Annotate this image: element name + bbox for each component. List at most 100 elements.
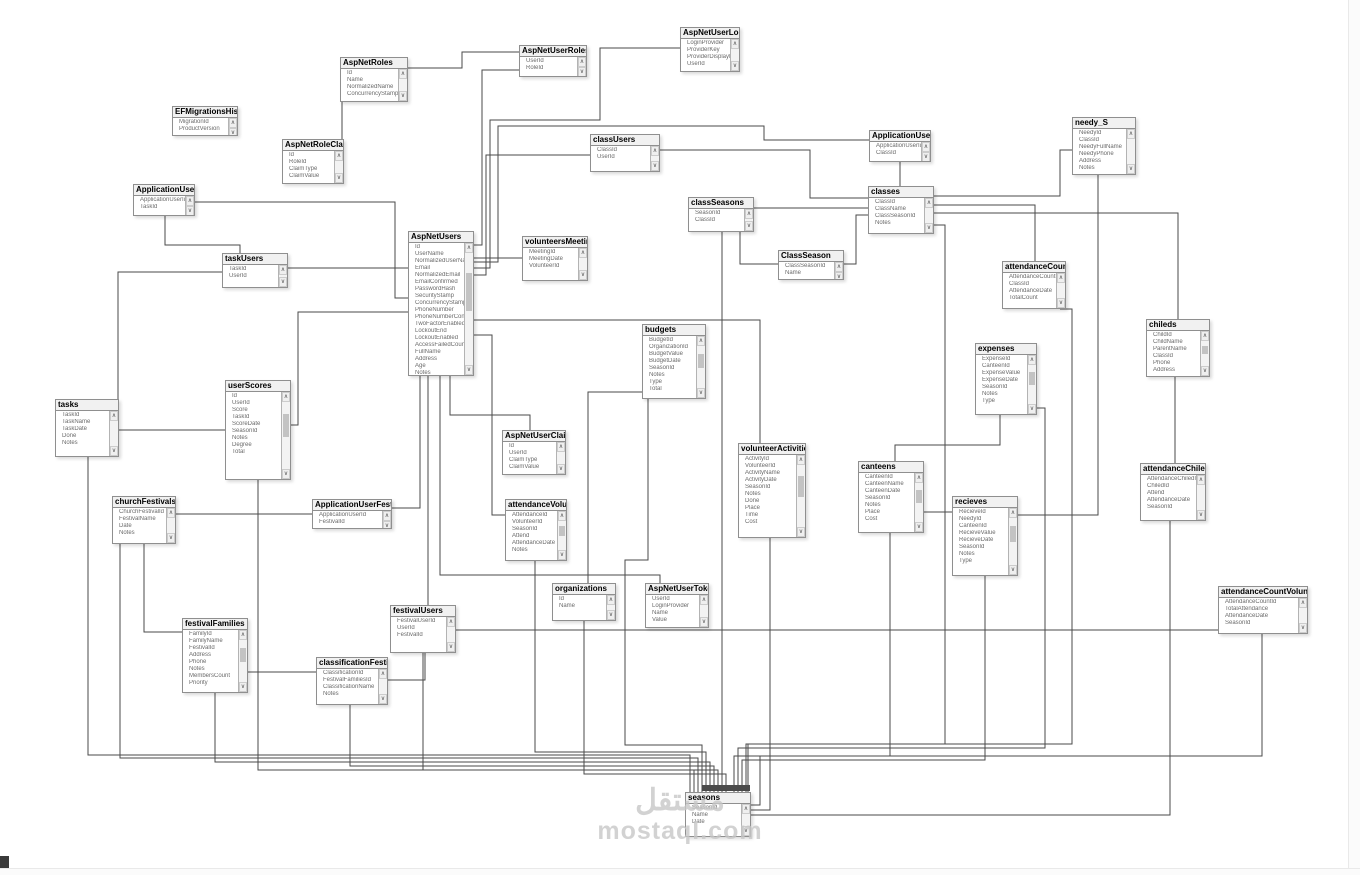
scroll-down-icon[interactable]: ∨ <box>167 533 175 543</box>
field-row[interactable]: UserId <box>687 61 705 67</box>
table-title-ClassSeason[interactable]: ClassSeason <box>779 251 843 262</box>
relationship-churchFestivals-seasons[interactable] <box>119 544 699 792</box>
scroll-up-icon[interactable]: ∧ <box>229 118 237 128</box>
field-row[interactable]: FestivalId <box>189 645 215 651</box>
field-row[interactable]: SeasonId <box>745 484 771 490</box>
table-attendanceCountVolunteers[interactable]: attendanceCountVolunteersAttendanceCount… <box>1218 586 1308 634</box>
field-row[interactable]: ApplicationUserId <box>876 143 921 149</box>
scroll-track[interactable] <box>399 79 407 91</box>
scroll-up-icon[interactable]: ∧ <box>1127 129 1135 139</box>
field-row[interactable]: Address <box>415 356 438 362</box>
scroll-down-icon[interactable]: ∨ <box>383 521 391 528</box>
relationship-attendanceCount-seasons[interactable] <box>745 308 1073 792</box>
scroll-up-icon[interactable]: ∧ <box>379 669 387 679</box>
table-scrollbar[interactable]: ∧∨ <box>378 669 387 704</box>
scroll-up-icon[interactable]: ∧ <box>557 442 565 452</box>
relationship-AspNetUsers-attendanceVolunteers[interactable] <box>474 334 505 516</box>
scroll-track[interactable] <box>1197 485 1205 510</box>
scroll-track[interactable] <box>915 483 923 522</box>
scroll-down-icon[interactable]: ∨ <box>239 682 247 692</box>
scroll-up-icon[interactable]: ∧ <box>925 198 933 208</box>
relationship-taskUsers-tasks[interactable] <box>117 271 222 399</box>
field-row[interactable]: Address <box>1079 158 1102 164</box>
scroll-down-icon[interactable]: ∨ <box>697 388 705 398</box>
field-row[interactable]: NeedyFullName <box>1079 144 1123 150</box>
field-row[interactable]: Attend <box>512 533 530 539</box>
table-scrollbar[interactable]: ∧∨ <box>1008 508 1017 575</box>
field-row[interactable]: Notes <box>875 220 891 226</box>
field-row[interactable]: PhoneNumberConfirmed <box>415 314 464 320</box>
table-title-AspNetUserTokens[interactable]: AspNetUserTokens <box>646 584 708 595</box>
field-row[interactable]: ClassId <box>1079 137 1100 143</box>
scroll-down-icon[interactable]: ∨ <box>379 694 387 704</box>
field-row[interactable]: FestivalName <box>119 516 156 522</box>
field-row[interactable]: SeasonId <box>512 526 538 532</box>
field-row[interactable]: ActivityId <box>745 456 770 462</box>
field-row[interactable]: NeedyId <box>959 516 982 522</box>
relationship-ApplicationUserTask-taskUsers[interactable] <box>164 216 241 253</box>
field-row[interactable]: CanteenDate <box>865 488 901 494</box>
scroll-track[interactable] <box>1057 283 1065 298</box>
field-row[interactable]: LockoutEnabled <box>415 335 459 341</box>
scroll-down-icon[interactable]: ∨ <box>282 469 290 479</box>
field-row[interactable]: ClassId <box>597 147 618 153</box>
table-scrollbar[interactable]: ∧∨ <box>1056 273 1065 308</box>
scroll-down-icon[interactable]: ∨ <box>915 522 923 532</box>
field-row[interactable]: ClassId <box>695 217 716 223</box>
scroll-track[interactable] <box>731 49 739 61</box>
table-title-festivalFamilies[interactable]: festivalFamilies <box>183 619 247 630</box>
relationship-recieves-seasons[interactable] <box>741 576 986 792</box>
field-row[interactable]: Notes <box>865 502 881 508</box>
scroll-up-icon[interactable]: ∧ <box>835 262 843 272</box>
scroll-down-icon[interactable]: ∨ <box>110 446 118 456</box>
table-scrollbar[interactable]: ∧∨ <box>741 804 750 836</box>
relationship-classUsers-AspNetUsers[interactable] <box>474 154 590 276</box>
field-row[interactable]: LoginProvider <box>652 603 690 609</box>
scroll-track[interactable] <box>1127 139 1135 164</box>
field-row[interactable]: RoleId <box>526 65 544 71</box>
table-scrollbar[interactable]: ∧∨ <box>924 198 933 233</box>
field-row[interactable]: Done <box>745 498 760 504</box>
field-row[interactable]: NormalizedUserName <box>415 258 464 264</box>
scroll-track[interactable] <box>1201 341 1209 366</box>
field-row[interactable]: UserName <box>415 251 444 257</box>
field-row[interactable]: ProviderKey <box>687 47 720 53</box>
field-row[interactable]: Id <box>509 443 515 449</box>
field-row[interactable]: ClassId <box>875 199 896 205</box>
table-title-tasks[interactable]: tasks <box>56 400 118 411</box>
field-row[interactable]: Cost <box>745 519 758 525</box>
relationship-attendanceChileds-seasons[interactable] <box>751 521 1171 816</box>
scroll-track[interactable] <box>110 421 118 446</box>
field-row[interactable]: Total <box>649 386 662 392</box>
scroll-down-icon[interactable]: ∨ <box>922 152 930 161</box>
scroll-thumb[interactable] <box>1010 526 1016 543</box>
scroll-track[interactable] <box>379 679 387 694</box>
scroll-up-icon[interactable]: ∧ <box>282 392 290 402</box>
table-ApplicationUserClass[interactable]: ApplicationUserClassApplicationUserIdCla… <box>869 130 931 162</box>
field-row[interactable]: RoleId <box>289 159 307 165</box>
relationship-AspNetUsers-AspNetUserClaims[interactable] <box>449 376 531 430</box>
table-EFMigrationsHistory[interactable]: EFMigrationsHistoryMigrationIdProductVer… <box>172 106 238 136</box>
scroll-up-icon[interactable]: ∧ <box>1057 273 1065 283</box>
table-scrollbar[interactable]: ∧∨ <box>1126 129 1135 174</box>
scroll-up-icon[interactable]: ∧ <box>279 265 287 275</box>
field-row[interactable]: FestivalId <box>319 519 345 525</box>
field-row[interactable]: ClassSeasonId <box>785 263 826 269</box>
table-classificationFestivals[interactable]: classificationFestivalsClassificationIdF… <box>316 657 388 705</box>
field-row[interactable]: VolunteerId <box>745 463 776 469</box>
table-scrollbar[interactable]: ∧∨ <box>446 617 455 652</box>
field-row[interactable]: MeetingDate <box>529 256 564 262</box>
scroll-up-icon[interactable]: ∧ <box>1009 508 1017 518</box>
scroll-up-icon[interactable]: ∧ <box>558 511 566 521</box>
relationship-expenses-canteens[interactable] <box>894 415 1001 461</box>
table-title-attendanceVolunteers[interactable]: attendanceVolunteers <box>506 500 566 511</box>
relationship-classSeasons-ClassSeason[interactable] <box>739 232 778 265</box>
relationship-expenses-seasons[interactable] <box>737 407 1046 792</box>
scroll-down-icon[interactable]: ∨ <box>465 365 473 375</box>
